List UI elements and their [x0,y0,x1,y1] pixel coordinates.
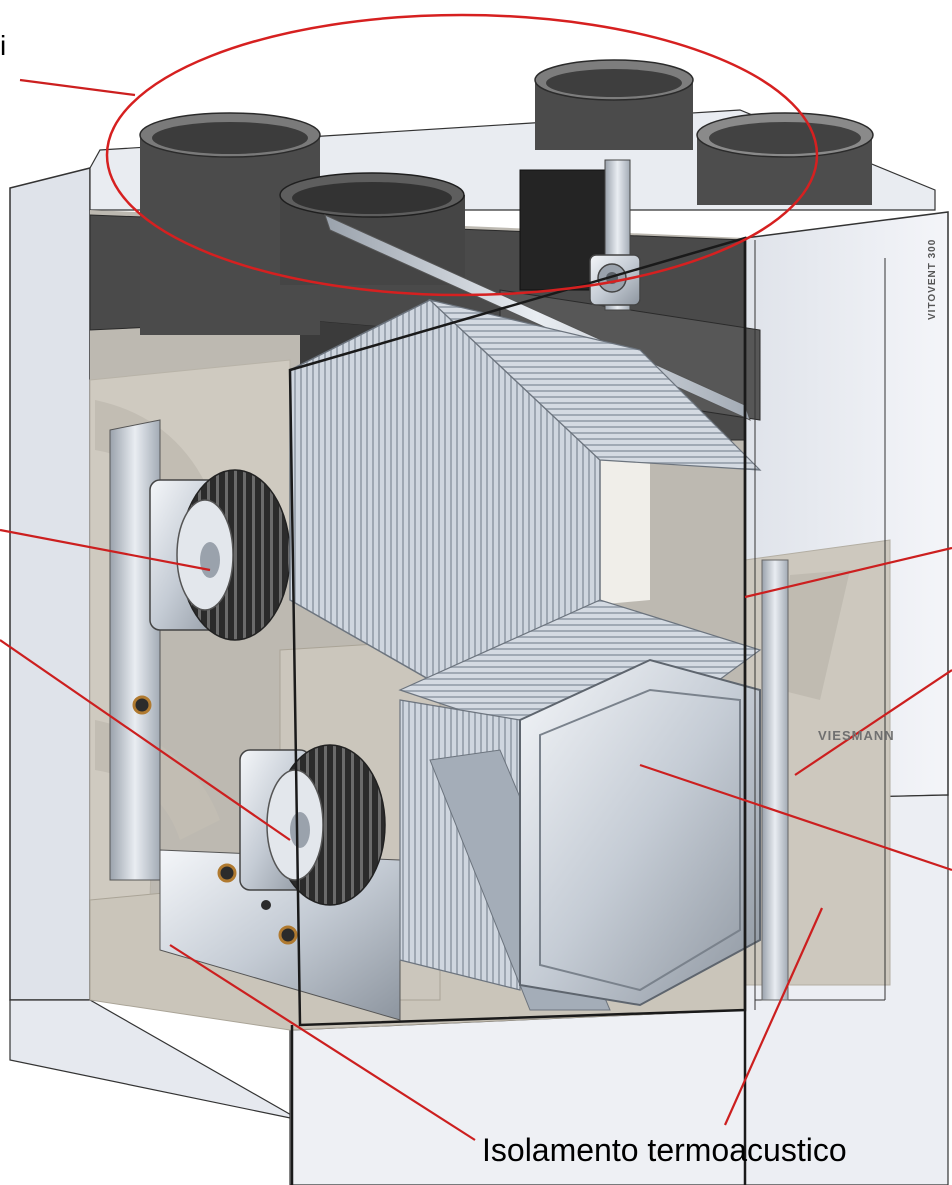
connection-spigots-highlight [105,13,819,297]
leader-lines [0,78,952,1141]
leader-line-filter [744,546,952,599]
leader-line-heat-exchanger [639,763,952,872]
label-connection-spigots: i [0,30,7,61]
connector-ports [132,695,298,945]
brand-logo: VIESMANN [818,728,895,743]
supply-air-fan [149,469,291,641]
leader-line-insulation-right [723,907,824,1126]
leader-line-supply-fan [0,528,211,572]
leader-line-drain [794,669,952,776]
duct-spigot-4 [696,112,874,205]
model-name-label: VITOVENT 300 [927,238,938,320]
leader-line-extract-fan [0,639,291,841]
label-thermal-acoustic-insulation: Isolamento termoacustico [482,1132,847,1168]
damper-motor [589,254,641,306]
extract-air-fan [239,744,386,906]
counterflow-heat-exchanger [289,298,762,1011]
front-cover-glass [288,236,886,1185]
leader-line-spigots [19,78,136,97]
condensate-drain-pipe [761,559,789,1001]
duct-spigot-3 [534,59,694,150]
leader-line-insulation-left [169,944,476,1141]
